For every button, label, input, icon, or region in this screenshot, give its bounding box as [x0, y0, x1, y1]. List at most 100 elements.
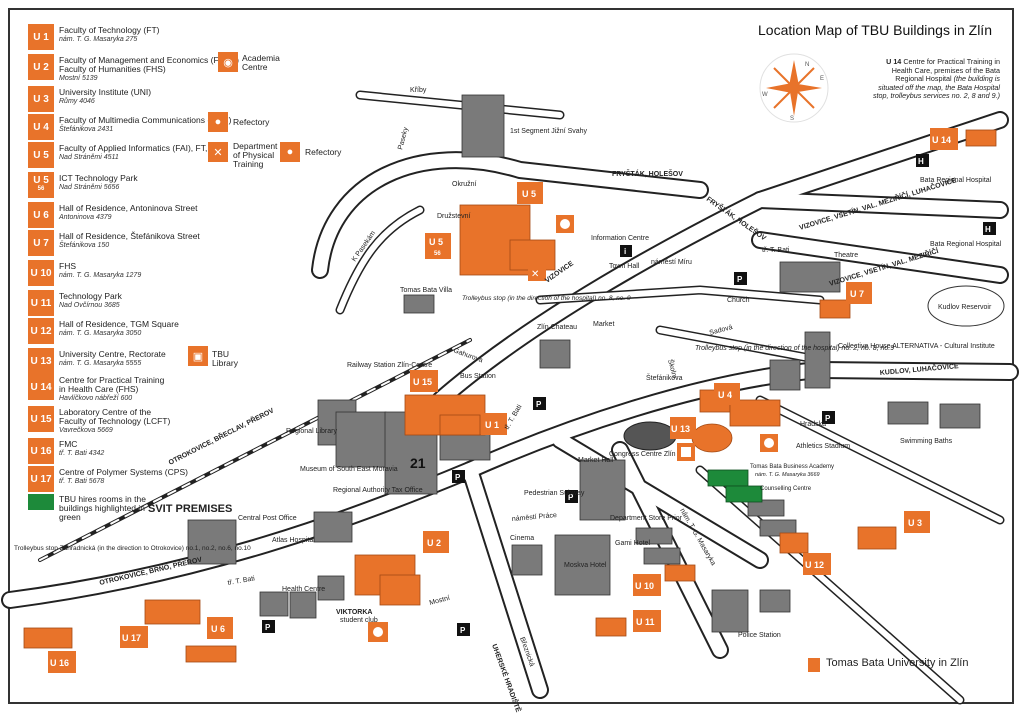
- svg-text:Bata Regional Hospital: Bata Regional Hospital: [920, 177, 992, 184]
- svg-text:Cinema: Cinema: [510, 535, 534, 542]
- svg-text:Collective House ALTERNATIVA -: Collective House ALTERNATIVA - Cultural …: [838, 343, 995, 350]
- map-title: Location Map of TBU Buildings in Zlín: [758, 22, 992, 38]
- svg-text:Congress Centre Zlín: Congress Centre Zlín: [609, 451, 676, 458]
- parking-icon: [734, 272, 747, 285]
- badge-u10[interactable]: U 10: [633, 574, 661, 596]
- svg-text:U 13: U 13: [671, 424, 690, 434]
- green-swatch: [28, 494, 54, 510]
- svg-text:Museum of South East Moravia: Museum of South East Moravia: [300, 466, 398, 473]
- legend-badge: U 11: [28, 290, 54, 316]
- badge-u3[interactable]: U 3: [904, 511, 930, 533]
- svg-text:Tomas Bata Villa: Tomas Bata Villa: [400, 287, 452, 294]
- svg-text:56: 56: [434, 251, 441, 257]
- info-icon: [620, 245, 632, 257]
- svg-text:OTROKOVICE, BŘECLAV, PŘEROV: OTROKOVICE, BŘECLAV, PŘEROV: [167, 405, 276, 466]
- info-markers: i H H P P P P P P P: [262, 154, 996, 636]
- roads: [1, 90, 1019, 705]
- svg-text:Bata Regional Hospital: Bata Regional Hospital: [930, 241, 1002, 248]
- svg-text:Athletics Stadium: Athletics Stadium: [796, 443, 850, 450]
- badge-u2[interactable]: U 2: [423, 531, 449, 553]
- badge-u15[interactable]: U 15: [410, 370, 438, 392]
- svg-text:Okružní: Okružní: [452, 181, 477, 188]
- svg-text:P: P: [536, 400, 542, 409]
- kudlov-reservoir: [927, 285, 1005, 327]
- svg-text:P: P: [825, 414, 831, 423]
- svg-text:U 15: U 15: [413, 377, 432, 387]
- svg-text:nám. T. G. Masaryka 3669: nám. T. G. Masaryka 3669: [755, 472, 820, 478]
- legend-badge: U 6: [28, 202, 54, 228]
- map-amenity-icons: ✕: [368, 215, 778, 642]
- svg-text:Kudlov Reservoir: Kudlov Reservoir: [938, 304, 992, 311]
- u14-note: U 14 Centre for Practical Training in He…: [872, 57, 1000, 101]
- badge-u6[interactable]: U 6: [207, 617, 233, 639]
- badge-u5-56[interactable]: U 556: [425, 233, 451, 259]
- green-buildings: [707, 469, 763, 503]
- legend-badge: U 4: [28, 114, 54, 140]
- legend-badge: U 1: [28, 24, 54, 50]
- badge-u14[interactable]: U 14: [930, 128, 958, 150]
- svg-text:Gami Hotel: Gami Hotel: [615, 540, 650, 547]
- svg-text:P: P: [737, 275, 743, 284]
- athletics-stadium: [623, 421, 677, 451]
- svg-text:Police Station: Police Station: [738, 632, 781, 639]
- svg-text:Trolleybus stop (in the direct: Trolleybus stop (in the direction of the…: [695, 345, 894, 352]
- svg-text:Atlas Hospital: Atlas Hospital: [272, 537, 315, 544]
- svg-text:Trolleybus stop (in the direct: Trolleybus stop (in the direction of the…: [462, 295, 631, 302]
- svg-text:Regional Authority Tax Office: Regional Authority Tax Office: [333, 487, 423, 494]
- footer-university-name: Tomas Bata University in Zlín: [826, 657, 969, 669]
- badge-u16[interactable]: U 16: [48, 651, 76, 673]
- parking-icon: [452, 470, 465, 483]
- svg-text:Bus Station: Bus Station: [460, 373, 496, 380]
- badge-u5[interactable]: U 5: [517, 182, 543, 204]
- legend-badge: U 5: [28, 142, 54, 168]
- svg-text:P: P: [265, 623, 271, 632]
- hospital-icon: [983, 222, 996, 235]
- svg-text:Regional Library: Regional Library: [286, 428, 337, 435]
- badge-u12[interactable]: U 12: [803, 553, 831, 575]
- svg-text:náměstí Míru: náměstí Míru: [651, 259, 692, 266]
- legend-badge: U 10: [28, 260, 54, 286]
- map-badges[interactable]: U 5 U 556 U 15 U 1 U 4 U 13 U 7 U 14 U 3…: [48, 128, 958, 673]
- badge-u13[interactable]: U 13: [670, 417, 696, 439]
- svg-text:U 4: U 4: [718, 390, 732, 400]
- svg-text:tř. T. Bati: tř. T. Bati: [227, 575, 256, 587]
- svg-text:Health Centre: Health Centre: [282, 586, 325, 593]
- parking-icon: [565, 490, 578, 503]
- map-frame: [8, 8, 1014, 704]
- compass-w: W: [762, 92, 768, 98]
- svg-text:Counselling Centre: Counselling Centre: [760, 486, 812, 492]
- legend-badge: U 12: [28, 318, 54, 344]
- compass-rose: N E S W: [759, 53, 829, 123]
- hospital-icon: [916, 154, 929, 167]
- svg-text:Railway Station Zlín-Centre: Railway Station Zlín-Centre: [347, 362, 432, 369]
- badge-u4[interactable]: U 4: [714, 383, 740, 405]
- badge-u7[interactable]: U 7: [846, 282, 872, 304]
- svg-text:Information Centre: Information Centre: [591, 235, 649, 242]
- badge-u1[interactable]: U 1: [481, 413, 507, 435]
- badge-u11[interactable]: U 11: [633, 610, 661, 632]
- legend-badge: U 13: [28, 348, 54, 374]
- badge-u17[interactable]: U 17: [120, 626, 148, 648]
- svg-text:Štefánikova: Štefánikova: [646, 373, 683, 382]
- svg-text:U 7: U 7: [850, 289, 864, 299]
- parking-icon: [533, 397, 546, 410]
- svg-text:Hradská: Hradská: [800, 421, 826, 428]
- svg-text:U 14: U 14: [932, 135, 951, 145]
- compass-n: N: [805, 62, 809, 68]
- physical-training-icon: [528, 263, 546, 281]
- parking-icon: [262, 620, 275, 633]
- refectory-icon: ●: [208, 112, 228, 132]
- svg-text:Church: Church: [727, 297, 750, 304]
- svg-text:1st Segment Jižní Svahy: 1st Segment Jižní Svahy: [510, 128, 588, 135]
- svg-text:U 6: U 6: [211, 624, 225, 634]
- physical-training-icon: ✕: [208, 142, 228, 162]
- svg-text:Market: Market: [593, 321, 614, 328]
- svg-text:Trolleybus stop Zahradnická (i: Trolleybus stop Zahradnická (in the dire…: [14, 545, 251, 552]
- legend-badge: U 17: [28, 466, 54, 492]
- svg-text:Družstevní: Družstevní: [437, 213, 471, 220]
- refectory-icon: ●: [280, 142, 300, 162]
- svg-text:Sadová: Sadová: [709, 324, 734, 337]
- legend-badge: U 14: [28, 374, 54, 400]
